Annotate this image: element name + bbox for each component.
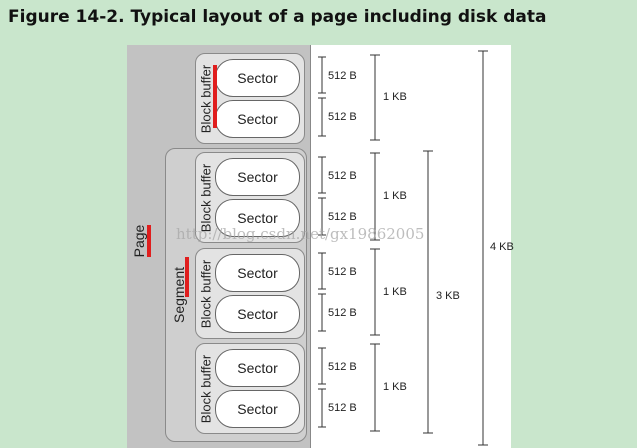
segment-size-label: 3 KB <box>436 290 460 302</box>
sector-size-label: 512 B <box>328 170 357 182</box>
block-buffer-2: Block buffer Sector Sector <box>195 152 305 243</box>
sector-size-label: 512 B <box>328 111 357 123</box>
sector-size-label: 512 B <box>328 361 357 373</box>
block-size-label: 1 KB <box>383 91 407 103</box>
block-buffer-4: Block buffer Sector Sector <box>195 343 305 434</box>
sector-8: Sector <box>215 390 300 428</box>
sector-2: Sector <box>215 100 300 138</box>
block-buffer-highlight-mark <box>213 65 217 128</box>
block-size-label: 1 KB <box>383 286 407 298</box>
block-buffer-3: Block buffer Sector Sector <box>195 248 305 339</box>
page-size-label: 4 KB <box>490 241 514 253</box>
block-size-label: 1 KB <box>383 381 407 393</box>
block-size-label: 1 KB <box>383 190 407 202</box>
sector-6: Sector <box>215 295 300 333</box>
dimension-lines <box>318 50 488 446</box>
segment-highlight-mark <box>185 257 189 297</box>
diagram-panel: Page Segment Block buffer Sector Sector … <box>127 45 514 448</box>
sector-size-label: 512 B <box>328 211 357 223</box>
page-highlight-mark <box>147 225 151 257</box>
sector-1: Sector <box>215 59 300 97</box>
sector-size-label: 512 B <box>328 307 357 319</box>
sector-4: Sector <box>215 199 300 237</box>
sector-5: Sector <box>215 254 300 292</box>
sector-size-label: 512 B <box>328 266 357 278</box>
sector-size-label: 512 B <box>328 70 357 82</box>
sector-size-label: 512 B <box>328 402 357 414</box>
sector-7: Sector <box>215 349 300 387</box>
sector-3: Sector <box>215 158 300 196</box>
figure-title: Figure 14-2. Typical layout of a page in… <box>8 7 547 27</box>
watermark-text: http://blog.csdn.net/gx19862005 <box>176 225 425 243</box>
